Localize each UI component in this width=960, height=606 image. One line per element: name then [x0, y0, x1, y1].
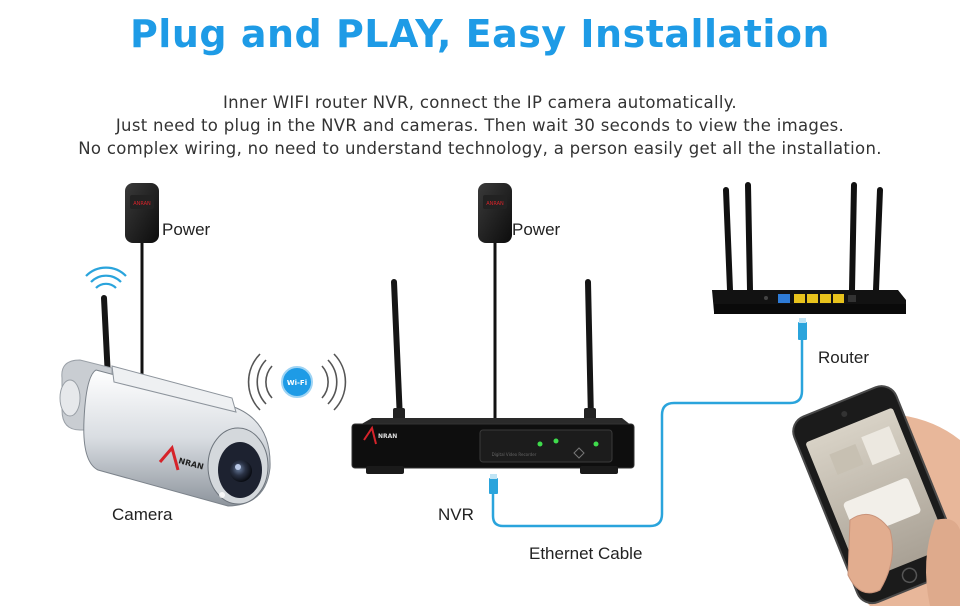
- wifi-signal-icon: [85, 266, 127, 289]
- nvr-power-label: Power: [512, 220, 561, 239]
- svg-text:NRAN: NRAN: [378, 433, 397, 440]
- description-line-3: No complex wiring, no need to understand…: [78, 139, 882, 158]
- nvr-device: Digital Video Recorder NRAN: [351, 279, 635, 474]
- page-title: Plug and PLAY, Easy Installation: [129, 12, 831, 56]
- ethernet-cable: [489, 318, 807, 528]
- ethernet-cable-label: Ethernet Cable: [529, 544, 643, 563]
- camera-power-label: Power: [162, 220, 211, 239]
- wifi-badge-label: Wi-Fi: [287, 379, 307, 387]
- svg-text:Digital Video Recorder: Digital Video Recorder: [492, 452, 537, 457]
- nvr-power-adapter: ANRAN: [478, 183, 512, 243]
- router-label: Router: [818, 348, 870, 367]
- description-line-2: Just need to plug in the NVR and cameras…: [115, 116, 845, 135]
- camera-device: NRAN: [59, 266, 271, 507]
- svg-text:ANRAN: ANRAN: [133, 201, 151, 207]
- description-line-1: Inner WIFI router NVR, connect the IP ca…: [223, 93, 737, 112]
- svg-text:ANRAN: ANRAN: [486, 201, 504, 207]
- camera-power-adapter: ANRAN: [125, 183, 159, 243]
- router-device: [712, 182, 906, 314]
- nvr-label: NVR: [438, 505, 474, 524]
- camera-label: Camera: [112, 505, 173, 524]
- wifi-link-icon: [247, 353, 347, 411]
- smartphone-in-hand: [792, 385, 960, 606]
